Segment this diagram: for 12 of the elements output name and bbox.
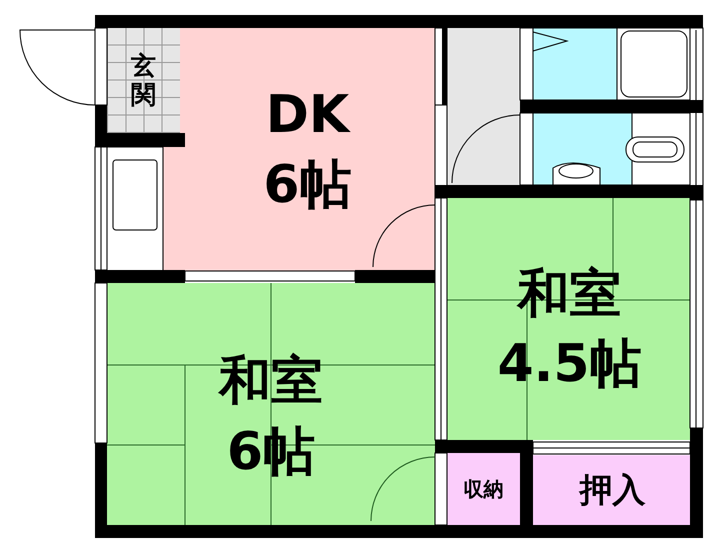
area-label: 6帖 [263,154,352,217]
room-label: 収納 [464,476,504,502]
room [180,28,435,272]
room [447,453,520,525]
room [107,28,180,133]
room-label: 玄関 [131,52,156,110]
room [107,283,435,525]
room [447,198,692,440]
room-label: 和室 [219,350,323,414]
room [533,455,692,525]
room-label: DK [266,84,350,147]
room-label: 押入 [580,468,646,511]
